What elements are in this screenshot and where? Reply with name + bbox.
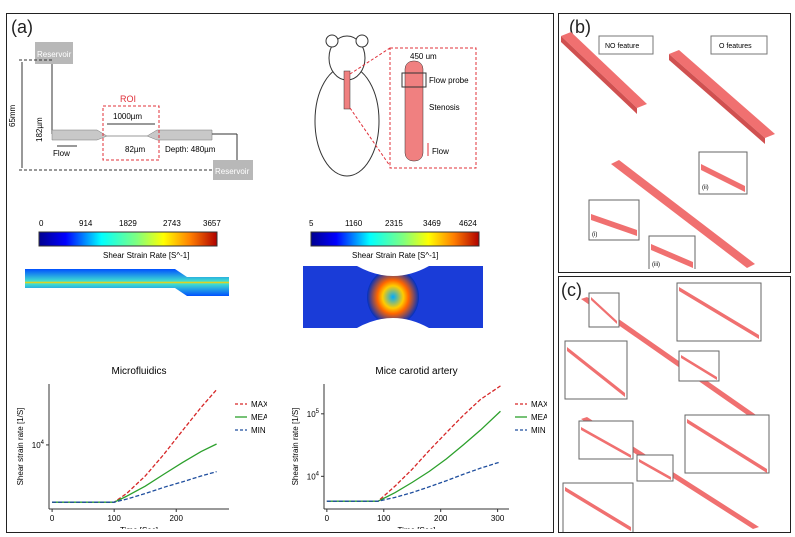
cb-left-tick-2: 1829 <box>119 219 137 228</box>
reservoir-bottom-label: Reservoir <box>215 167 250 176</box>
model-o-features <box>669 50 775 144</box>
inset-i-label: (i) <box>592 232 597 238</box>
series-line-mean <box>52 443 217 503</box>
panel-b-label: (b) <box>569 17 591 37</box>
x-tick-label: 300 <box>491 514 505 523</box>
chart-title: Microfluidics <box>111 366 166 377</box>
artery-zoom <box>404 60 424 162</box>
channel-shape <box>51 129 213 141</box>
roi-label: ROI <box>120 94 136 104</box>
model-c-top <box>581 297 759 419</box>
panel-a: (a) Reservoir 65mm Reservoir 182µm Flow … <box>6 13 554 533</box>
mouse-diagram: 450 um Flow probe Stenosis Flow <box>314 34 477 177</box>
flow-field-right-hot <box>367 269 419 325</box>
y-tick-label: 105 <box>307 409 320 419</box>
mouse-ear-left <box>325 34 339 48</box>
cb-right-tick-0: 5 <box>309 219 314 228</box>
legend-label-mean: MEAN <box>531 413 547 422</box>
flow-arrow-label: Flow <box>432 147 449 156</box>
series-line-mean <box>326 410 501 502</box>
mouse-artery <box>343 70 351 110</box>
legend-label-min: MIN <box>531 426 546 435</box>
chart-microfluidics: Microfluidics 0 100 200 104Time [Sec] Shear s… <box>16 366 267 529</box>
cb-left-tick-1: 914 <box>79 219 93 228</box>
cb-right-tick-1: 1160 <box>345 219 363 228</box>
chart-title: Mice carotid artery <box>375 366 457 377</box>
cb-right-title: Shear Strain Rate [S^-1] <box>352 251 438 260</box>
roi-box <box>102 105 160 161</box>
x-tick-label: 100 <box>107 514 121 523</box>
zoom-box <box>389 47 477 169</box>
series-line-max <box>326 385 501 502</box>
legend-label-min: MIN <box>251 426 266 435</box>
cb-left-tick-4: 3657 <box>203 219 221 228</box>
legend-label-mean: MEAN <box>251 413 267 422</box>
series-line-max <box>52 389 218 503</box>
height-label: 65mm <box>8 104 17 127</box>
y-tick-label: 104 <box>307 471 320 481</box>
o-features-label: O features <box>719 43 752 50</box>
inset-ii-label: (ii) <box>702 185 709 191</box>
geometry-series-c <box>562 282 770 532</box>
model-diagonal <box>611 160 755 268</box>
colorbar-left: 0 914 1829 2743 3657 Shear Strain Rate [… <box>25 219 229 296</box>
x-axis-label: Time [Sec] <box>120 526 158 529</box>
callout-no-feature <box>598 35 654 55</box>
channel-height-label: 182µm <box>35 117 44 142</box>
flow-field-left <box>25 269 229 296</box>
x-tick-label: 0 <box>325 514 330 523</box>
y-axis-label: Shear strain rate [1/S] <box>291 408 300 486</box>
series-line-min <box>326 461 501 502</box>
legend-label-max: MAX <box>531 400 547 409</box>
geometry-models: NO feature O features (i) (ii) (iii) <box>561 32 775 269</box>
no-feature-label: NO feature <box>605 43 639 50</box>
x-tick-label: 200 <box>434 514 448 523</box>
reservoir-top-box <box>35 42 73 64</box>
colorbar-right: 5 1160 2315 3469 4624 Shear Strain Rate … <box>303 219 483 328</box>
roi-width-label: 1000µm <box>113 112 142 121</box>
y-axis-label: Shear strain rate [1/S] <box>16 408 25 486</box>
cb-right-tick-3: 3469 <box>423 219 441 228</box>
y-tick-label: 104 <box>32 440 45 450</box>
flow-label: Flow <box>53 149 70 158</box>
x-tick-label: 0 <box>50 514 55 523</box>
cb-right-bar <box>310 231 480 247</box>
x-axis-label: Time [Sec] <box>398 526 436 529</box>
legend-label-max: MAX <box>251 400 267 409</box>
mouse-ear-right <box>355 34 369 48</box>
x-tick-label: 100 <box>377 514 391 523</box>
cb-left-title: Shear Strain Rate [S^-1] <box>103 251 189 260</box>
series-line-min <box>52 471 217 503</box>
panel-c: (c) <box>558 276 791 533</box>
cb-left-tick-0: 0 <box>39 219 44 228</box>
cb-left-bar <box>38 231 218 247</box>
cb-right-tick-4: 4624 <box>459 219 477 228</box>
stenosis-label: Stenosis <box>429 103 460 112</box>
flow-probe-shape <box>401 72 427 88</box>
depth-label: Depth: 480µm <box>165 145 216 154</box>
reservoir-top-label: Reservoir <box>37 50 72 59</box>
x-tick-label: 200 <box>170 514 184 523</box>
microfluidic-schematic: Reservoir 65mm Reservoir 182µm Flow ROI … <box>8 42 253 180</box>
reservoir-bottom-box <box>213 160 253 180</box>
inset-iii-label: (iii) <box>652 262 660 268</box>
callout-o-features <box>710 35 768 55</box>
cb-left-tick-3: 2743 <box>163 219 181 228</box>
panel-c-label: (c) <box>561 280 582 300</box>
model-no-feature <box>561 32 647 114</box>
chart-mice-carotid: Mice carotid artery 0 100 200 300 104 105Time … <box>291 366 547 529</box>
cb-right-tick-2: 2315 <box>385 219 403 228</box>
panel-a-label: (a) <box>11 17 33 37</box>
panel-b: (b) NO feature O features (i) (ii) (iii) <box>558 13 791 273</box>
width-label: 450 um <box>410 52 437 61</box>
constriction-label: 82µm <box>125 145 146 154</box>
flow-probe-label: Flow probe <box>429 76 469 85</box>
